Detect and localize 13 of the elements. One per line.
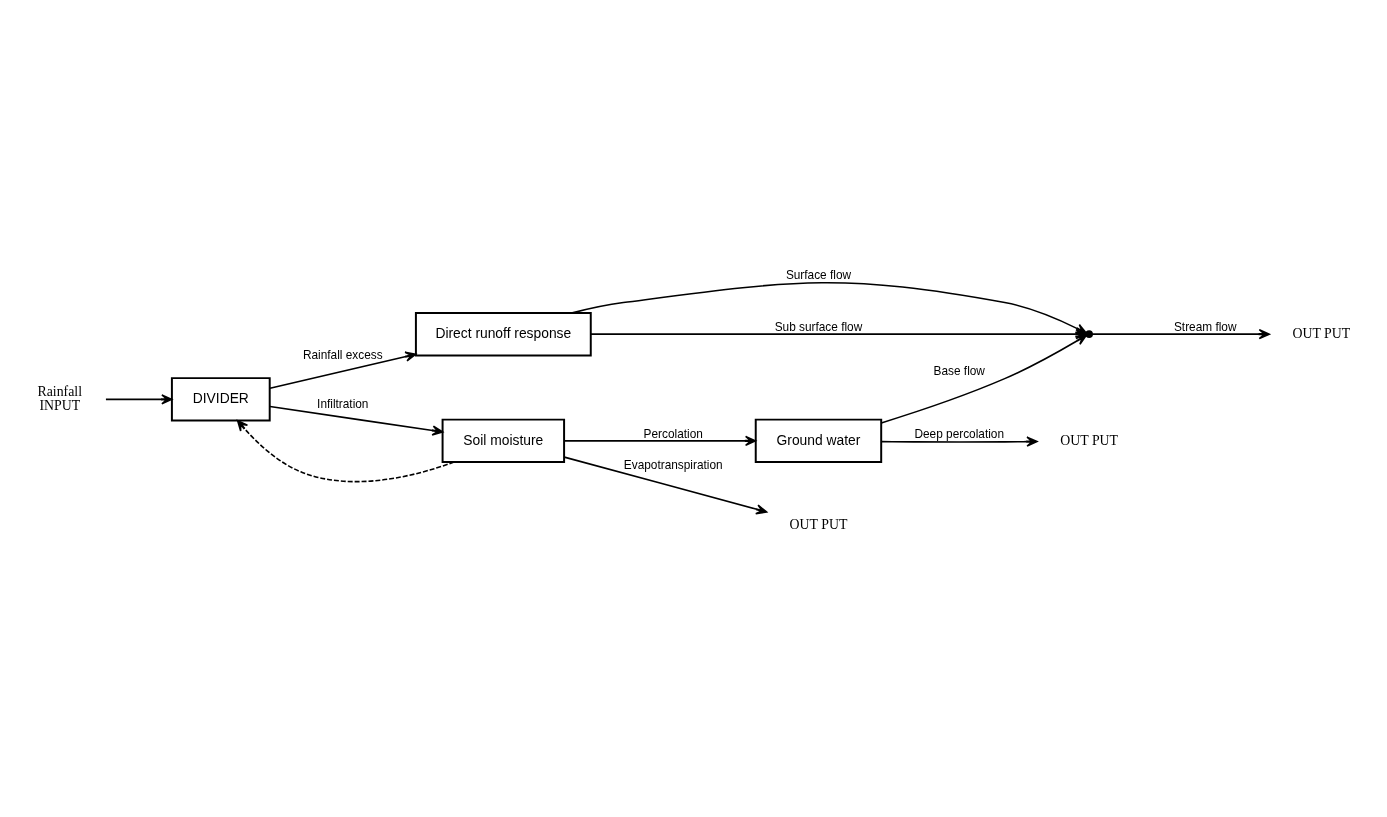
node-text: Rainfall INPUT — [37, 383, 83, 414]
node-text: OUT PUT — [1060, 432, 1119, 448]
edge-label: Base flow — [933, 364, 985, 379]
edge-label: Stream flow — [1173, 319, 1237, 334]
edge-label: Infiltration — [317, 396, 369, 411]
edge-label: Rainfall excess — [302, 348, 383, 363]
edge-label: Sub surface flow — [774, 319, 863, 334]
edge-label: Percolation — [643, 426, 703, 441]
edge-label: Surface flow — [785, 268, 852, 283]
node-text: OUT PUT — [789, 517, 848, 533]
edge-label: Deep percolation — [914, 427, 1005, 442]
node-text: OUT PUT — [1292, 325, 1351, 341]
edge-label: Evapotranspiration — [623, 458, 723, 473]
